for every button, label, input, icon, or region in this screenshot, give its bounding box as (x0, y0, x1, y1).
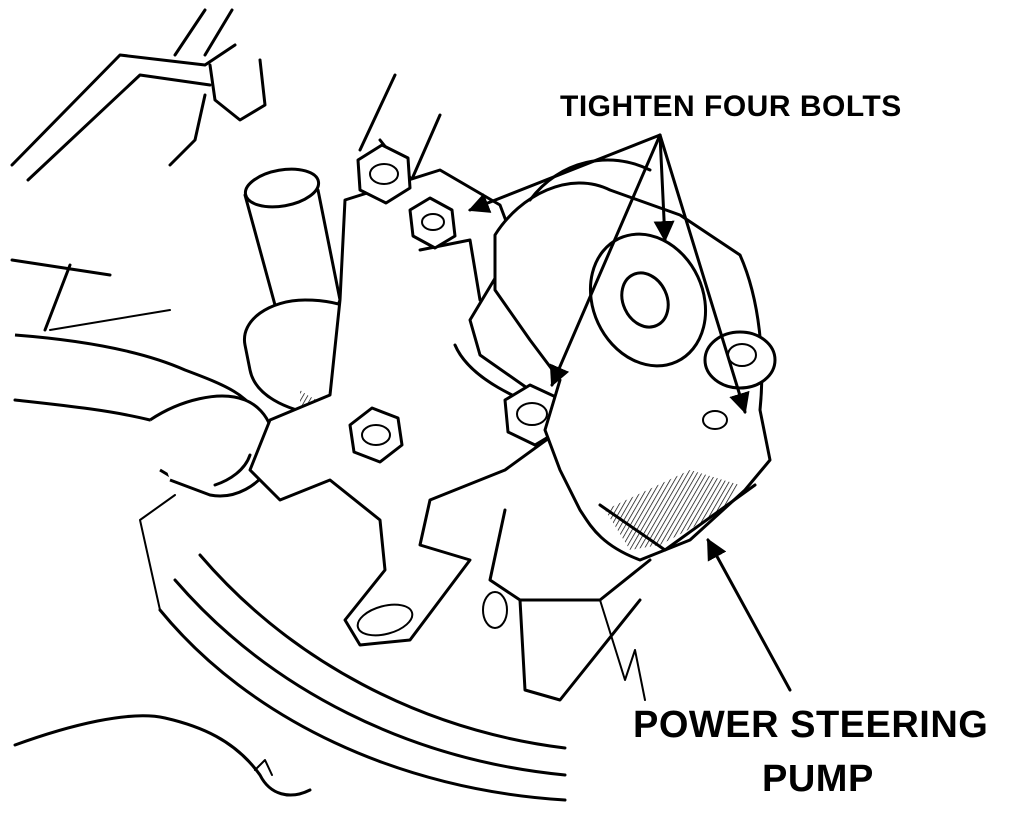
engine-panel (10, 8, 267, 332)
arrow-to-bolt-upper (468, 133, 662, 213)
mounting-bracket (248, 168, 562, 647)
arrow-to-pump (706, 538, 792, 692)
arrow-to-bolt-center (549, 133, 662, 387)
bolt-upper (408, 196, 457, 250)
pump-body (482, 158, 777, 702)
bolt-left-lower (348, 406, 404, 464)
arrow-to-bolt-top (653, 133, 675, 243)
hand (13, 333, 276, 498)
arrow-to-bolt-right (658, 133, 750, 415)
bolt-upper-left (356, 143, 412, 205)
pump-label-line2: PUMP (762, 758, 874, 800)
tighten-bolts-label: TIGHTEN FOUR BOLTS (560, 90, 902, 123)
bolt-arrows (468, 133, 792, 692)
pump-label-line1: POWER STEERING (633, 704, 989, 746)
engine-pulley (13, 494, 567, 802)
